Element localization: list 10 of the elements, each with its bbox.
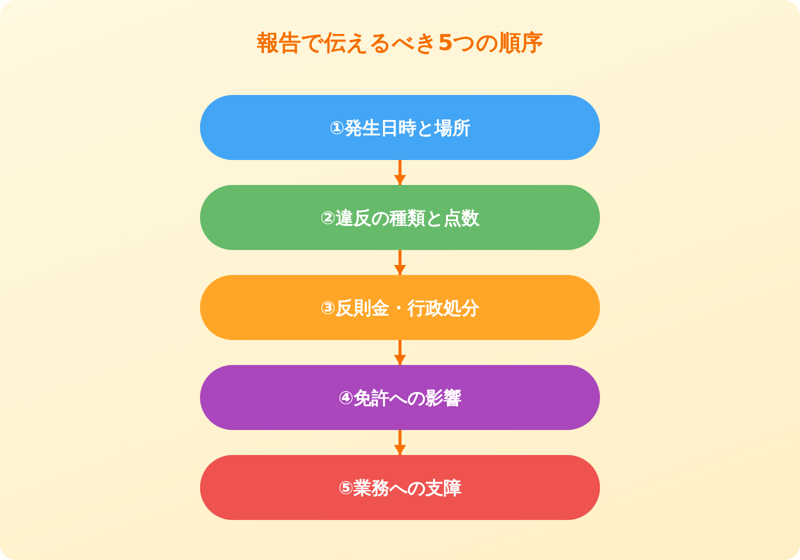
title: 報告で伝えるべき5つの順序 (256, 30, 544, 58)
step-box: ①発生日時と場所 (200, 95, 600, 160)
step-box: ④免許への影響 (200, 365, 600, 430)
step-box: ③反則金・行政処分 (200, 275, 600, 340)
arrow (394, 250, 406, 275)
arrow (394, 430, 406, 455)
step-box: ②違反の種類と点数 (200, 185, 600, 250)
arrow (394, 340, 406, 365)
arrow (394, 160, 406, 185)
step-box: ⑤業務への支障 (200, 455, 600, 520)
